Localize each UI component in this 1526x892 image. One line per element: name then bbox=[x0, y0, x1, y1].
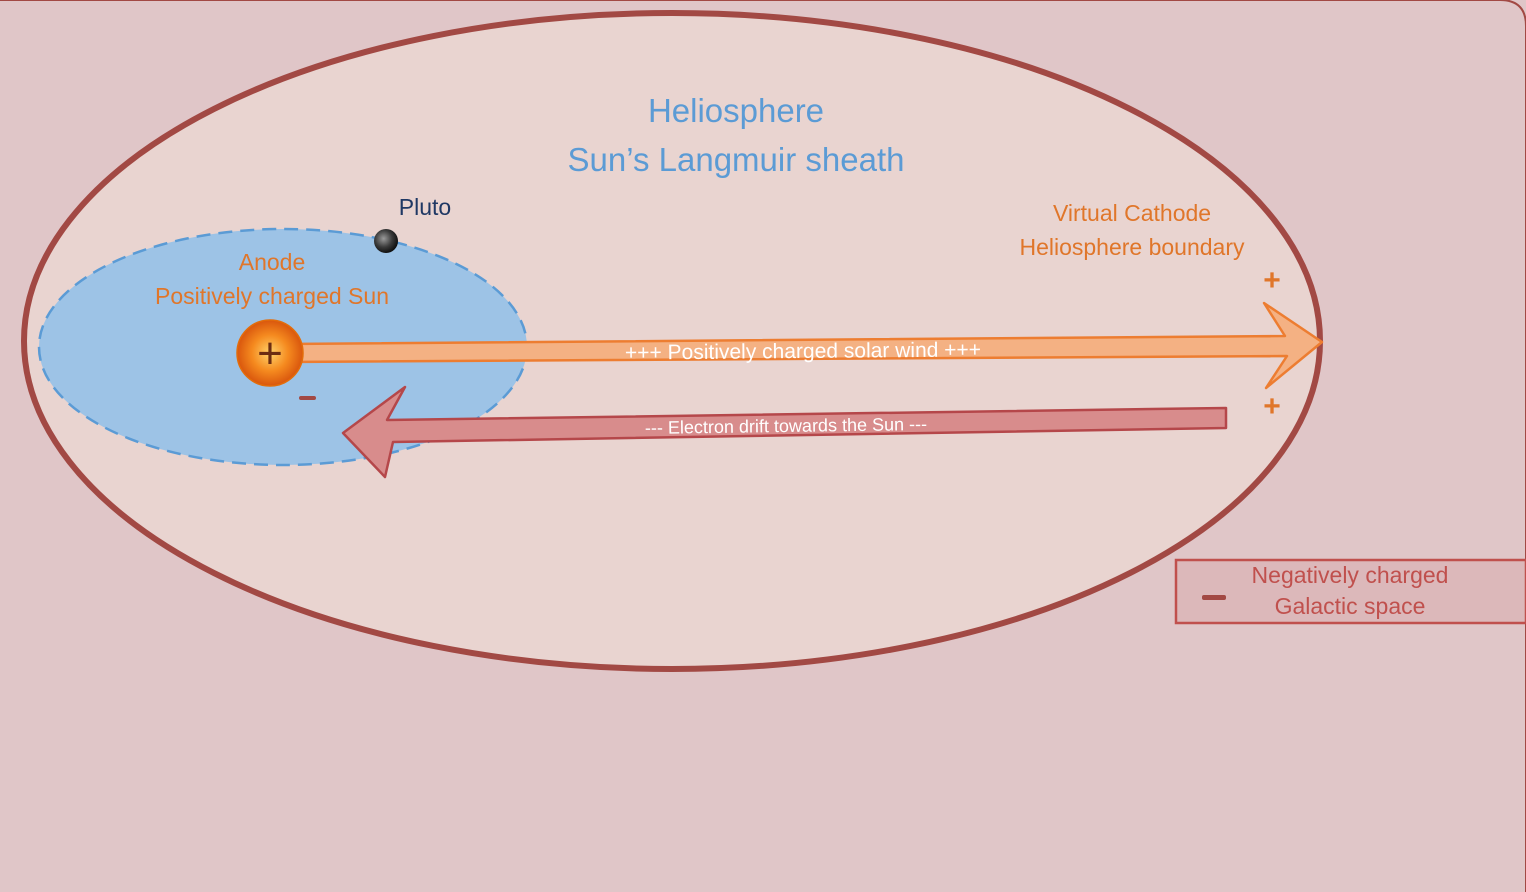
heliosphere-title: Heliosphere bbox=[648, 92, 824, 129]
heliosphere-boundary-label: Heliosphere boundary bbox=[1019, 234, 1245, 260]
anode-label: Anode bbox=[239, 249, 306, 275]
pluto-icon bbox=[374, 229, 398, 253]
langmuir-sheath-title: Sun’s Langmuir sheath bbox=[568, 141, 905, 178]
sun-charge-symbol: + bbox=[257, 329, 283, 378]
legend-minus-symbol bbox=[1202, 595, 1226, 600]
positively-charged-sun-label: Positively charged Sun bbox=[155, 283, 389, 309]
virtual-cathode-label: Virtual Cathode bbox=[1053, 200, 1211, 226]
cathode-plus-top: + bbox=[1263, 264, 1281, 297]
solar-wind-label: +++ Positively charged solar wind +++ bbox=[625, 338, 981, 364]
electron-drift-label: --- Electron drift towards the Sun --- bbox=[645, 414, 927, 438]
minus-mark bbox=[299, 396, 316, 400]
cathode-plus-bottom: + bbox=[1263, 390, 1281, 423]
legend-line2: Galactic space bbox=[1275, 593, 1426, 619]
pluto-label: Pluto bbox=[399, 194, 451, 220]
legend-line1: Negatively charged bbox=[1252, 562, 1449, 588]
legend: Negatively charged Galactic space bbox=[1176, 560, 1526, 623]
